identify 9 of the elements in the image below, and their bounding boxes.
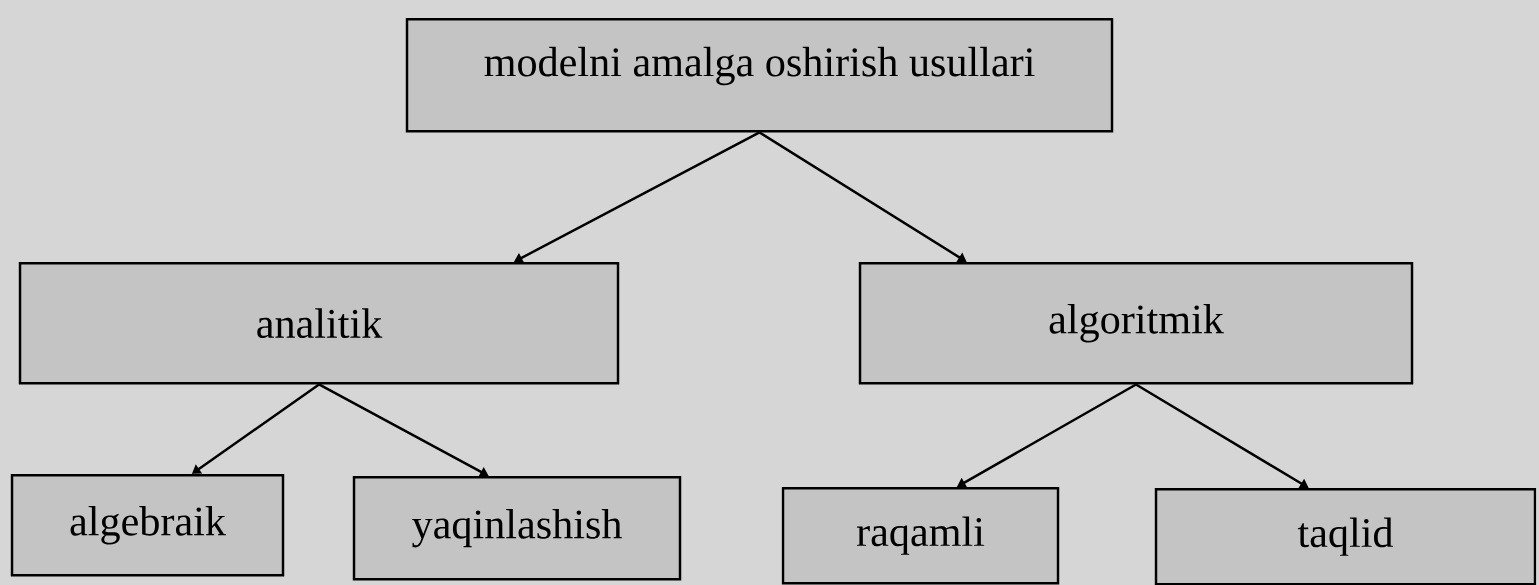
process-box: algebraik: [10, 474, 285, 577]
arrow: [1135, 383, 1309, 489]
process-box: raqamli: [781, 487, 1060, 585]
process-box: algoritmik: [858, 261, 1414, 385]
process-box: analitik: [18, 261, 620, 385]
arrow: [758, 131, 967, 263]
process-box: yaqinlashish: [352, 475, 682, 581]
process-box: modelni amalga oshirish usullari: [405, 18, 1114, 133]
process-box: taqlid: [1154, 488, 1537, 585]
